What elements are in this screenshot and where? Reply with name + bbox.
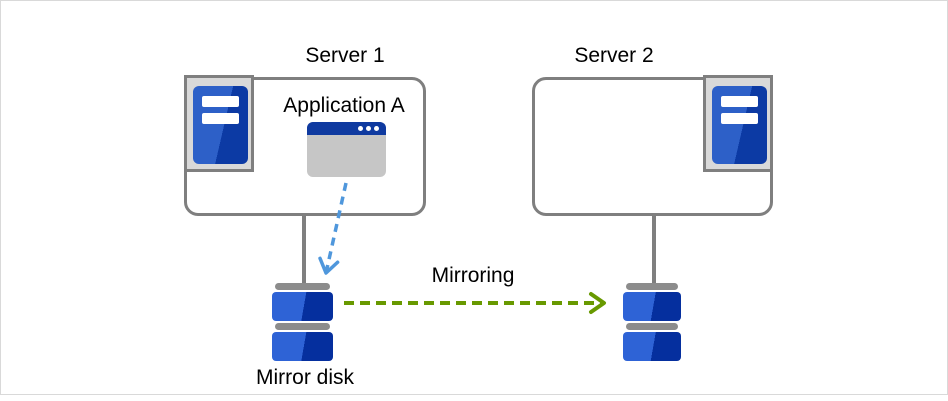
server1-label: Server 1 bbox=[305, 44, 385, 67]
app-window-titlebar bbox=[307, 122, 386, 135]
application-label: Application A bbox=[283, 94, 405, 117]
server2-label: Server 2 bbox=[574, 44, 654, 67]
server1-icon-panel bbox=[184, 75, 254, 172]
disk-cap bbox=[626, 283, 678, 290]
tower-slot bbox=[202, 113, 239, 124]
tower-slot bbox=[721, 96, 758, 107]
mirror-disk-icon-left bbox=[272, 283, 333, 361]
mirroring-label: Mirroring bbox=[431, 264, 515, 287]
mirror-disk-icon-right bbox=[623, 283, 681, 361]
server-tower-icon bbox=[712, 86, 767, 164]
disk-cap bbox=[626, 323, 678, 330]
tower-slot bbox=[721, 113, 758, 124]
disk-cap bbox=[275, 323, 330, 330]
disk-platter bbox=[623, 292, 681, 321]
tower-slot bbox=[202, 96, 239, 107]
disk-platter bbox=[272, 332, 333, 361]
server-tower-icon bbox=[193, 86, 248, 164]
disk-platter bbox=[272, 292, 333, 321]
titlebar-dot-icon bbox=[358, 126, 363, 131]
titlebar-dot-icon bbox=[374, 126, 379, 131]
app-window-icon bbox=[307, 122, 386, 177]
titlebar-dot-icon bbox=[366, 126, 371, 131]
disk-platter bbox=[623, 332, 681, 361]
disk-cap bbox=[275, 283, 330, 290]
mirror-disk-label: Mirror disk bbox=[256, 366, 354, 389]
server2-icon-panel bbox=[703, 75, 773, 172]
